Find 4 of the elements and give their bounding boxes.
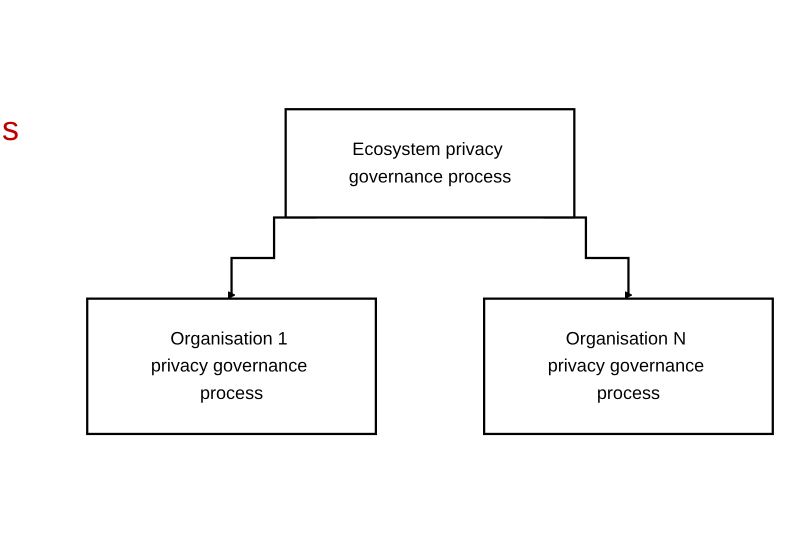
node-box: Organisation N privacy governance process (483, 298, 774, 436)
text-fragment: s (2, 110, 19, 148)
node-box: Ecosystem privacy governance process (284, 108, 576, 219)
node-box: Organisation 1 privacy governance process (86, 298, 377, 436)
